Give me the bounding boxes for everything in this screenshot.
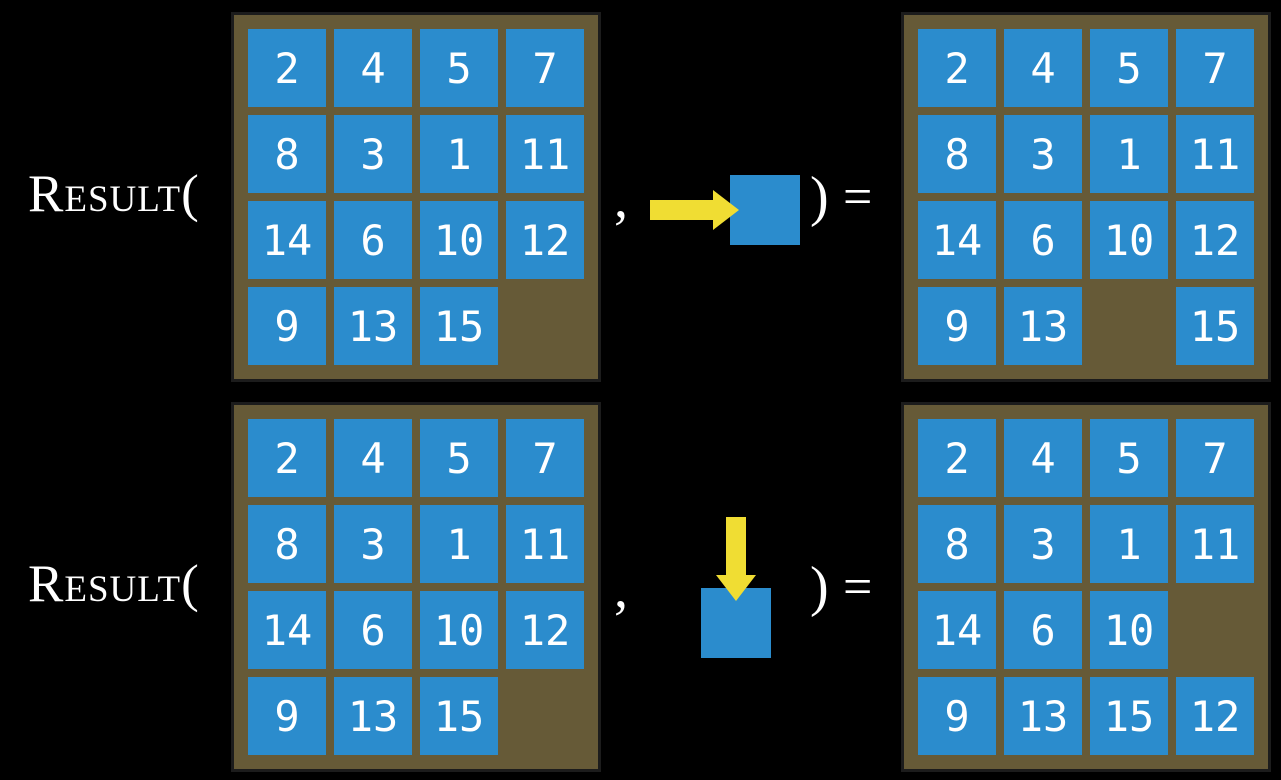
puzzle-tile-11: 11 [1176, 115, 1254, 193]
comma-separator: , [614, 168, 628, 230]
empty-cell [506, 287, 584, 365]
result-function-label: Result( [28, 553, 199, 615]
puzzle-tile-15: 15 [1090, 677, 1168, 755]
open-paren: ( [181, 165, 199, 223]
puzzle-tile-5: 5 [1090, 419, 1168, 497]
move-right-arrow-icon [650, 190, 739, 230]
puzzle-tile-7: 7 [506, 419, 584, 497]
open-paren: ( [181, 555, 199, 613]
puzzle-tile-11: 11 [506, 505, 584, 583]
comma-separator: , [614, 558, 628, 620]
puzzle-tile-6: 6 [334, 591, 412, 669]
puzzle-tile-7: 7 [1176, 29, 1254, 107]
puzzle-tile-10: 10 [420, 591, 498, 669]
puzzle-tile-7: 7 [1176, 419, 1254, 497]
function-name: Result [28, 555, 182, 613]
result-function-label: Result( [28, 163, 199, 225]
puzzle-tile-2: 2 [248, 419, 326, 497]
puzzle-tile-15: 15 [420, 677, 498, 755]
puzzle-tile-13: 13 [334, 287, 412, 365]
puzzle-tile-14: 14 [248, 591, 326, 669]
empty-cell [1090, 287, 1168, 365]
puzzle-tile-8: 8 [918, 505, 996, 583]
puzzle-tile-12: 12 [506, 591, 584, 669]
puzzle-tile-5: 5 [420, 419, 498, 497]
puzzle-tile-2: 2 [918, 419, 996, 497]
empty-cell [506, 677, 584, 755]
move-down-arrow-icon [716, 517, 756, 601]
function-name: Result [28, 165, 182, 223]
puzzle-tile-14: 14 [248, 201, 326, 279]
puzzle-tile-10: 10 [1090, 591, 1168, 669]
puzzle-tile-5: 5 [1090, 29, 1168, 107]
puzzle-tile-12: 12 [506, 201, 584, 279]
puzzle-tile-8: 8 [918, 115, 996, 193]
puzzle-tile-2: 2 [918, 29, 996, 107]
moving-tile-square [730, 175, 800, 245]
puzzle-tile-9: 9 [248, 287, 326, 365]
close-paren: ) [810, 556, 829, 618]
puzzle-tile-9: 9 [248, 677, 326, 755]
puzzle-tile-13: 13 [334, 677, 412, 755]
puzzle-tile-7: 7 [506, 29, 584, 107]
puzzle-tile-3: 3 [334, 115, 412, 193]
puzzle-tile-12: 12 [1176, 677, 1254, 755]
close-paren: ) [810, 166, 829, 228]
puzzle-tile-2: 2 [248, 29, 326, 107]
puzzle-tile-14: 14 [918, 591, 996, 669]
equals-sign: = [843, 169, 873, 226]
puzzle-tile-11: 11 [506, 115, 584, 193]
puzzle-tile-6: 6 [1004, 201, 1082, 279]
equals-sign: = [843, 559, 873, 616]
puzzle-tile-13: 13 [1004, 677, 1082, 755]
puzzle-tile-10: 10 [1090, 201, 1168, 279]
puzzle-tile-4: 4 [334, 29, 412, 107]
puzzle-tile-4: 4 [334, 419, 412, 497]
puzzle-tile-1: 1 [420, 115, 498, 193]
puzzle-tile-10: 10 [420, 201, 498, 279]
arrow-shaft [650, 200, 714, 220]
puzzle-tile-11: 11 [1176, 505, 1254, 583]
puzzle-tile-8: 8 [248, 115, 326, 193]
puzzle-tile-13: 13 [1004, 287, 1082, 365]
arrow-shaft [726, 517, 746, 577]
puzzle-tile-9: 9 [918, 287, 996, 365]
puzzle-tile-3: 3 [334, 505, 412, 583]
puzzle-tile-1: 1 [1090, 115, 1168, 193]
puzzle-tile-12: 12 [1176, 201, 1254, 279]
puzzle-tile-3: 3 [1004, 115, 1082, 193]
puzzle-tile-9: 9 [918, 677, 996, 755]
puzzle-tile-15: 15 [1176, 287, 1254, 365]
puzzle-tile-14: 14 [918, 201, 996, 279]
empty-cell [1176, 591, 1254, 669]
puzzle-tile-15: 15 [420, 287, 498, 365]
puzzle-tile-6: 6 [334, 201, 412, 279]
puzzle-tile-1: 1 [1090, 505, 1168, 583]
puzzle-tile-3: 3 [1004, 505, 1082, 583]
puzzle-tile-4: 4 [1004, 29, 1082, 107]
arrow-head [713, 190, 739, 230]
arrow-head [716, 575, 756, 601]
puzzle-tile-6: 6 [1004, 591, 1082, 669]
puzzle-tile-4: 4 [1004, 419, 1082, 497]
puzzle-tile-1: 1 [420, 505, 498, 583]
puzzle-tile-8: 8 [248, 505, 326, 583]
puzzle-tile-5: 5 [420, 29, 498, 107]
